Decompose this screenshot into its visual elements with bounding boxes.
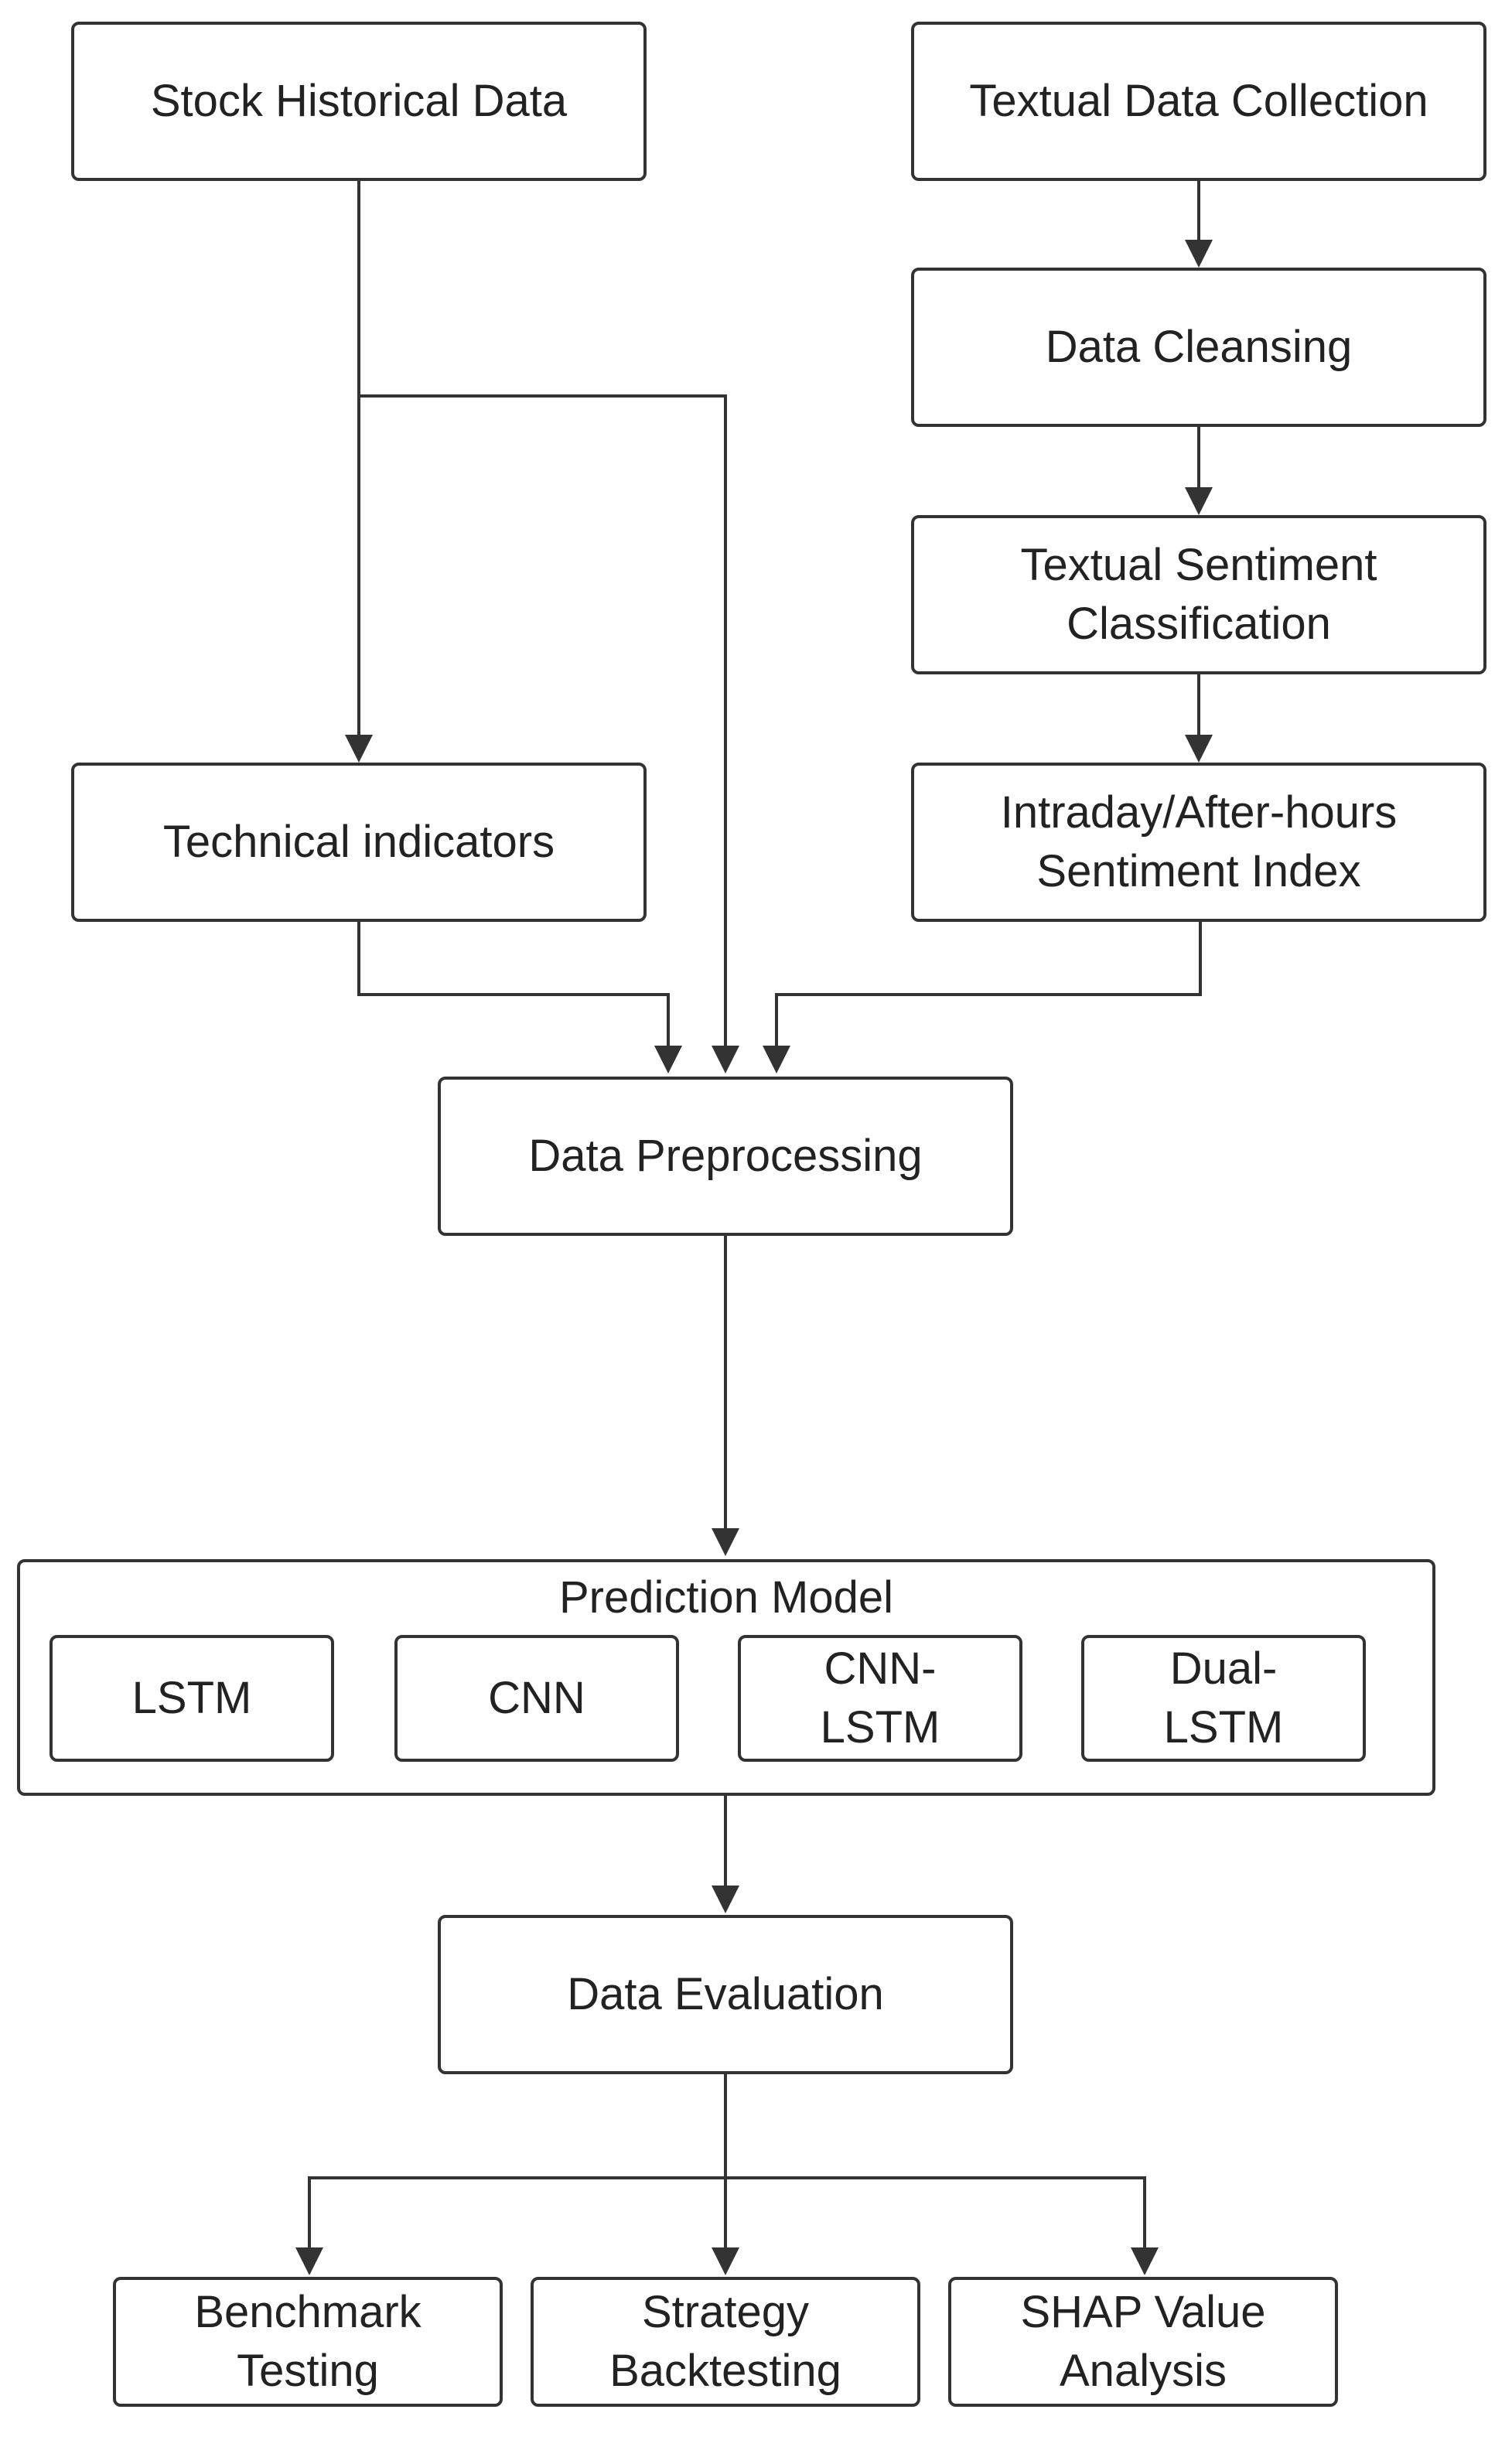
node-label: Data Evaluation xyxy=(567,1969,884,2019)
edge-stock-to-preprocessing xyxy=(359,394,739,1073)
node-label: Textual Sentiment Classification xyxy=(1020,540,1377,649)
node-label: Stock Historical Data xyxy=(150,76,568,126)
edge-cleansing-to-classification xyxy=(1185,427,1213,515)
model-lstm: LSTM xyxy=(49,1635,334,1762)
node-textual-sentiment-classification: Textual Sentiment Classification xyxy=(911,515,1486,674)
node-label: SHAP Value Analysis xyxy=(1020,2287,1266,2396)
node-label: Benchmark Testing xyxy=(194,2287,422,2396)
model-label: CNN xyxy=(488,1673,585,1723)
model-dual-lstm: Dual-LSTM xyxy=(1081,1635,1366,1762)
node-label: Data Preprocessing xyxy=(528,1131,923,1181)
node-data-cleansing: Data Cleansing xyxy=(911,268,1486,427)
edge-evaluation-to-benchmark xyxy=(295,2074,727,2275)
node-label: Data Cleansing xyxy=(1045,322,1353,372)
node-strategy-backtesting: Strategy Backtesting xyxy=(531,2277,920,2407)
edge-collection-to-cleansing xyxy=(1185,181,1213,268)
edge-evaluation-to-shap xyxy=(725,2176,1159,2275)
prediction-model-title: Prediction Model xyxy=(559,1572,893,1623)
edge-evaluation-to-strategy xyxy=(712,2074,739,2275)
model-cnn-lstm: CNN-LSTM xyxy=(738,1635,1022,1762)
node-benchmark-testing: Benchmark Testing xyxy=(113,2277,503,2407)
node-textual-data-collection: Textual Data Collection xyxy=(911,22,1486,181)
edge-index-to-preprocessing xyxy=(763,922,1202,1073)
node-label: Technical indicators xyxy=(162,817,555,867)
model-label: CNN-LSTM xyxy=(820,1643,940,1752)
model-label: Dual-LSTM xyxy=(1163,1643,1284,1752)
edge-preprocessing-to-model xyxy=(712,1236,739,1556)
node-sentiment-index: Intraday/After-hours Sentiment Index xyxy=(911,763,1486,922)
node-data-preprocessing: Data Preprocessing xyxy=(438,1077,1013,1236)
node-label: Strategy Backtesting xyxy=(609,2287,841,2396)
edge-model-to-evaluation xyxy=(712,1796,739,1913)
edge-stock-to-technical xyxy=(345,181,373,763)
model-label: LSTM xyxy=(131,1673,252,1723)
node-shap-value-analysis: SHAP Value Analysis xyxy=(948,2277,1338,2407)
node-label: Textual Data Collection xyxy=(969,76,1428,126)
node-technical-indicators: Technical indicators xyxy=(71,763,647,922)
node-data-evaluation: Data Evaluation xyxy=(438,1915,1013,2074)
node-stock-historical-data: Stock Historical Data xyxy=(71,22,647,181)
edge-technical-to-preprocessing xyxy=(357,922,682,1073)
model-cnn: CNN xyxy=(394,1635,679,1762)
edge-classification-to-index xyxy=(1185,674,1213,763)
node-label: Intraday/After-hours Sentiment Index xyxy=(1000,787,1398,896)
